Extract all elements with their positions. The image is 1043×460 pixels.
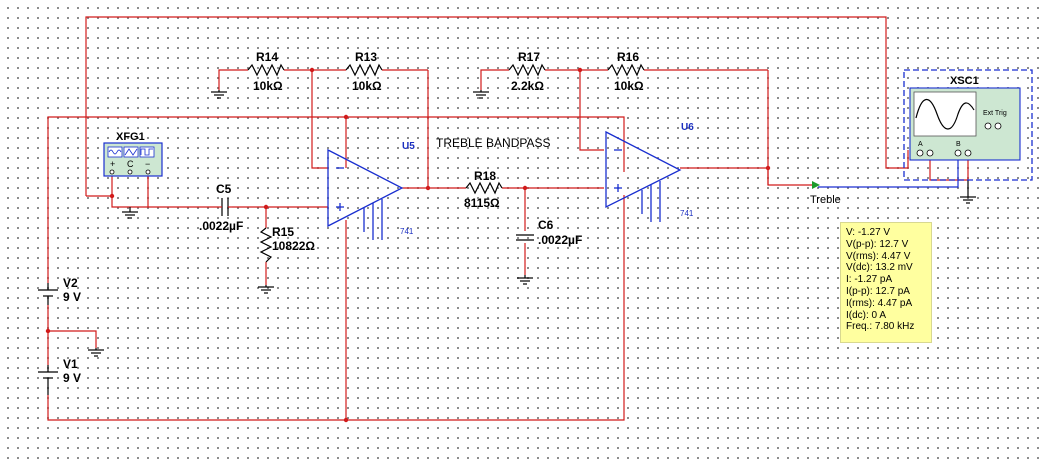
- wires: [47, 16, 969, 421]
- circuit-title: TREBLE BANDPASS: [436, 136, 550, 150]
- c5-ref: C5: [216, 182, 232, 196]
- ground-symbols: [88, 90, 976, 357]
- battery-v1[interactable]: V1 9 V: [38, 357, 81, 395]
- opamp-u6[interactable]: U6 741: [605, 122, 694, 222]
- c6-ref: C6: [538, 218, 554, 232]
- svg-text:C: C: [127, 159, 134, 169]
- probe-line: V(dc): 13.2 mV: [846, 262, 913, 274]
- probe-line: I: -1.27 pA: [846, 274, 893, 286]
- ground-icon: [88, 348, 104, 357]
- capacitor-c5[interactable]: C5 .0022µF: [199, 182, 243, 233]
- v1-ref: V1: [63, 357, 78, 371]
- r15-ref: R15: [272, 225, 294, 239]
- probe-line: I(dc): 0 A: [846, 309, 887, 321]
- ground-icon: [122, 207, 138, 219]
- u5-ref: U5: [402, 141, 415, 152]
- ext-trig-label: Ext Trig: [983, 110, 1007, 117]
- function-generator-xfg1[interactable]: XFG1 + C −: [103, 131, 163, 177]
- r17-ref: R17: [518, 50, 540, 64]
- channel-a-label: A: [918, 141, 923, 148]
- xfg1-ref: XFG1: [116, 131, 145, 143]
- xsc1-ref: XSC1: [950, 75, 979, 87]
- r18-value: 8115Ω: [464, 196, 500, 210]
- u5-model: 741: [400, 227, 414, 236]
- r15-value: 10822Ω: [272, 239, 315, 253]
- resistor-r13[interactable]: R13 10kΩ: [345, 50, 383, 93]
- svg-text:+: +: [110, 159, 115, 169]
- u6-ref: U6: [681, 122, 694, 133]
- v2-value: 9 V: [63, 290, 81, 304]
- square-wave-icon: [140, 148, 153, 156]
- probe-line: V(p-p): 12.7 V: [846, 238, 909, 250]
- capacitor-c6[interactable]: C6 .0022µF: [516, 218, 582, 247]
- c5-value: .0022µF: [199, 219, 243, 233]
- v1-value: 9 V: [63, 371, 81, 385]
- svg-text:−: −: [145, 159, 150, 169]
- resistor-r15[interactable]: R15 10822Ω: [259, 225, 315, 263]
- battery-v2[interactable]: V2 9 V: [38, 276, 81, 305]
- waveform-icon: [915, 98, 975, 130]
- scope-screen: [913, 91, 977, 137]
- probe-readout: V: -1.27 V V(p-p): 12.7 V V(rms): 4.47 V…: [840, 222, 932, 343]
- sine-wave-icon: [108, 149, 122, 155]
- r18-ref: R18: [474, 169, 496, 183]
- treble-label: Treble: [810, 194, 841, 206]
- opamp-u5[interactable]: U5 741: [327, 141, 415, 240]
- r17-value: 2.2kΩ: [511, 79, 544, 93]
- junction-dots: [45, 67, 771, 423]
- treble-probe[interactable]: Treble: [810, 181, 841, 206]
- probe-line: Freq.: 7.80 kHz: [846, 321, 915, 333]
- u6-model: 741: [680, 209, 694, 218]
- probe-line: I(p-p): 12.7 pA: [846, 285, 910, 297]
- v2-ref: V2: [63, 276, 78, 290]
- treble-output-wire: [818, 150, 959, 188]
- resistor-r14[interactable]: R14 10kΩ: [247, 50, 285, 93]
- resistor-r18[interactable]: R18 8115Ω: [464, 169, 503, 210]
- ground-icon: [211, 90, 227, 99]
- r13-ref: R13: [355, 50, 377, 64]
- r14-value: 10kΩ: [253, 79, 283, 93]
- ground-icon: [473, 90, 489, 99]
- probe-line: I(rms): 4.47 pA: [846, 297, 913, 309]
- ground-icon: [960, 180, 976, 204]
- resistor-r16[interactable]: R16 10kΩ: [607, 50, 645, 93]
- ground-icon: [517, 275, 533, 285]
- probe-line: V: -1.27 V: [846, 227, 891, 238]
- r13-value: 10kΩ: [352, 79, 382, 93]
- channel-b-label: B: [956, 141, 961, 148]
- r14-ref: R14: [256, 50, 278, 64]
- r16-value: 10kΩ: [614, 79, 644, 93]
- triangle-wave-icon: [124, 148, 138, 156]
- r16-ref: R16: [617, 50, 639, 64]
- ground-icon: [258, 285, 274, 294]
- probe-arrow-icon: [812, 181, 820, 189]
- resistor-r17[interactable]: R17 2.2kΩ: [508, 50, 546, 93]
- c6-value: .0022µF: [538, 233, 582, 247]
- oscilloscope-xsc1[interactable]: XSC1 Ext Trig A B: [903, 69, 1033, 181]
- probe-line: V(rms): 4.47 V: [846, 250, 911, 262]
